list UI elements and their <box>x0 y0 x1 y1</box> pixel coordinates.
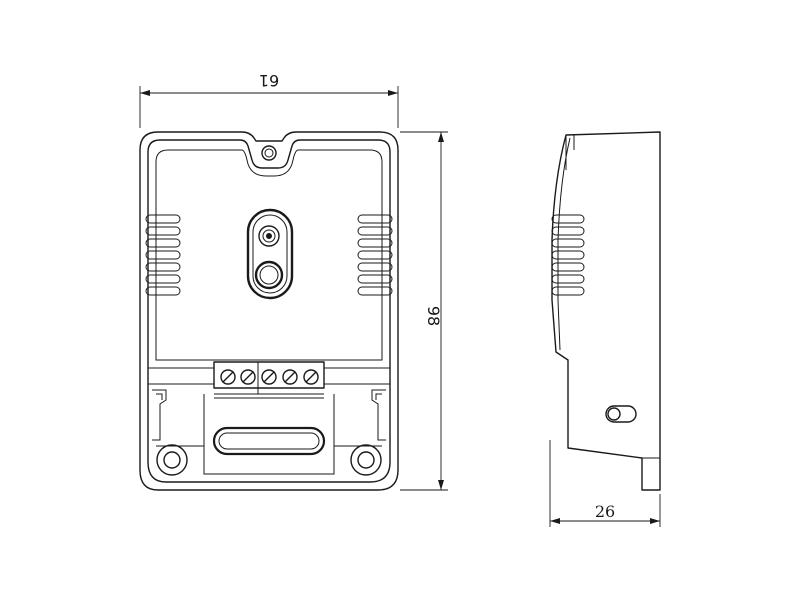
center-control-capsule <box>246 208 294 300</box>
cable-slot <box>212 426 326 456</box>
lower-compartment <box>148 367 390 476</box>
front-inner-cavity <box>155 149 383 361</box>
width-dimension: 61 <box>139 71 399 128</box>
side-latch <box>605 405 637 423</box>
terminal-block <box>213 361 325 399</box>
front-view <box>139 131 399 491</box>
bottom-right-mounting-hole <box>350 444 382 476</box>
front-outer-outline <box>139 131 399 491</box>
side-outer-outline <box>551 131 661 491</box>
front-inner-rim <box>147 139 391 483</box>
led-indicator <box>258 225 280 247</box>
depth-dimension: 26 <box>549 440 661 527</box>
terminal-screws <box>220 369 319 385</box>
side-vent-slots <box>551 214 585 296</box>
top-mounting-hole <box>261 145 277 161</box>
left-vent-slots <box>145 214 181 296</box>
height-dimension: 98 <box>400 131 448 491</box>
depth-dimension-label: 26 <box>595 502 615 521</box>
side-view <box>551 131 661 491</box>
push-button <box>254 260 284 290</box>
width-dimension-label: 61 <box>259 71 279 90</box>
height-dimension-label: 98 <box>424 306 443 326</box>
bottom-left-mounting-hole <box>156 444 188 476</box>
right-vent-slots <box>357 214 393 296</box>
